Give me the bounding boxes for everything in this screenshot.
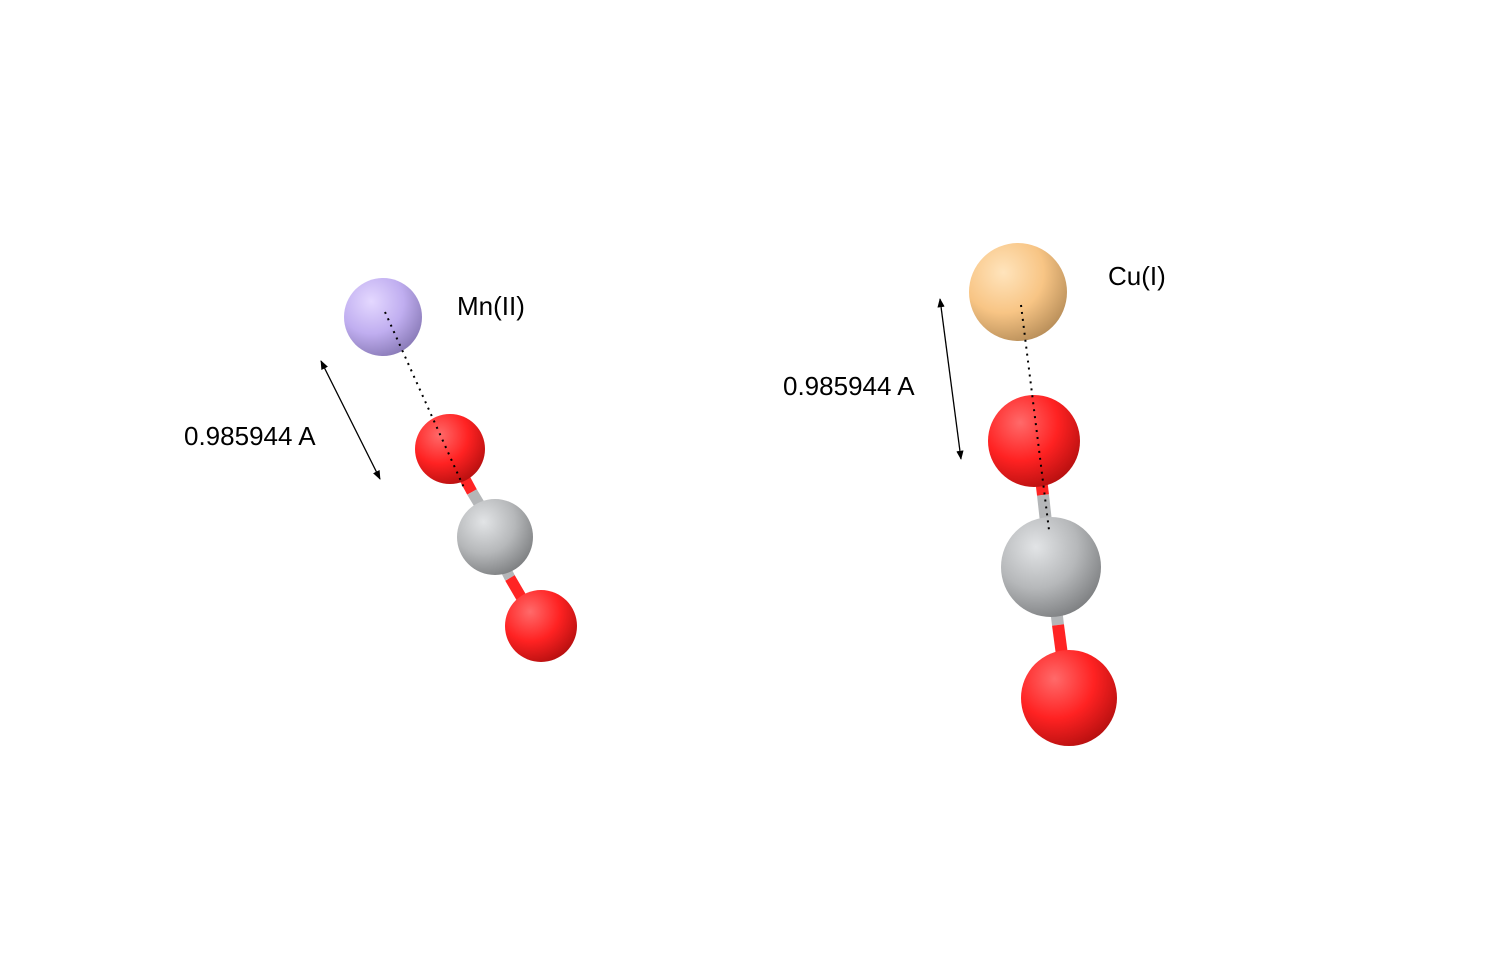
atom-mn [344,278,422,356]
distance-dotted-line [1020,304,1050,531]
panel-mn: Mn(II) 0.985944 A [184,278,577,662]
distance-dotted-line [384,311,466,491]
distance-label: 0.985944 A [184,421,316,451]
metal-label: Mn(II) [457,291,525,321]
distance-label: 0.985944 A [783,371,915,401]
atom-oxygen [988,395,1080,487]
atom-oxygen [415,414,485,484]
panel-cu: Cu(I) 0.985944 A [783,243,1166,746]
atom-carbon [457,499,533,575]
distance-arrow [320,360,381,480]
metal-label: Cu(I) [1108,261,1166,291]
distance-arrow [937,298,964,460]
atom-cu [969,243,1067,341]
atom-carbon [1001,517,1101,617]
atom-oxygen [1021,650,1117,746]
bond-c-o [1052,624,1068,656]
atom-oxygen [505,590,577,662]
